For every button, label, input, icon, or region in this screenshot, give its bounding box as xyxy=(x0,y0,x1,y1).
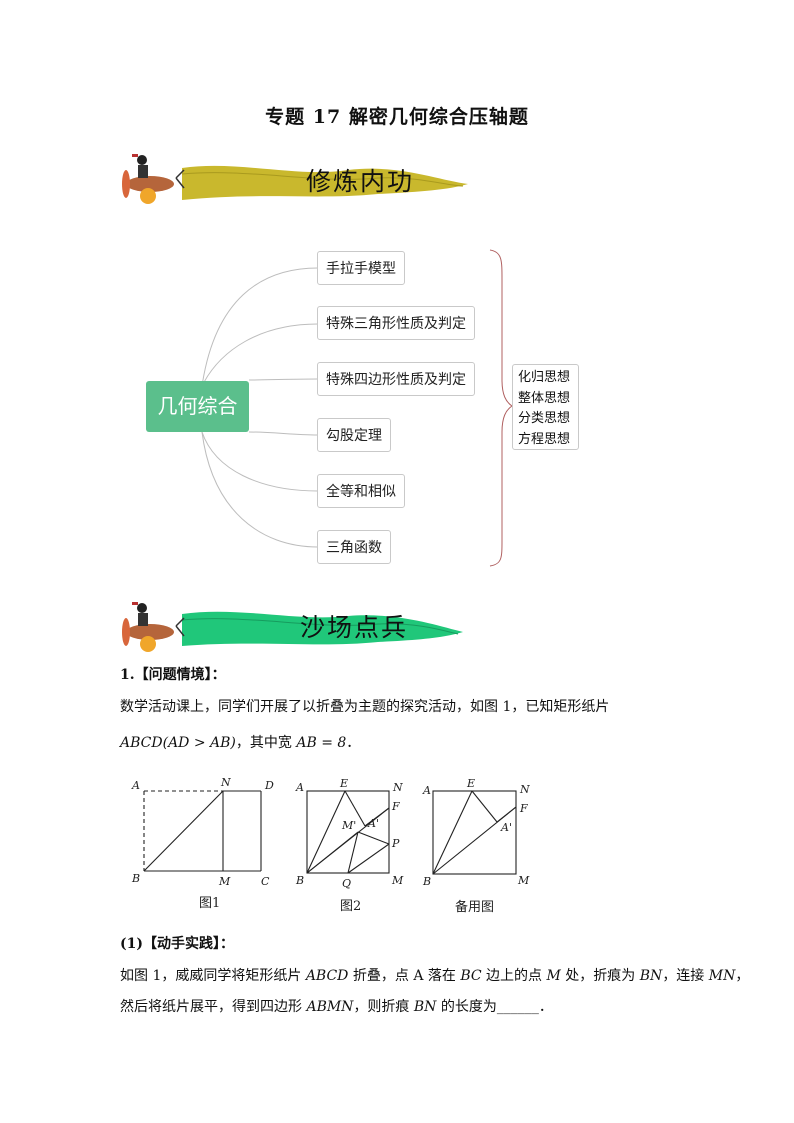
math-mn: MN xyxy=(708,968,736,984)
fig1-label-C: C xyxy=(261,875,270,888)
airplane-icon xyxy=(122,154,468,204)
text-segment: 如图 1，威威同学将矩形纸片 xyxy=(120,968,306,984)
fig2-label-M-prime: M' xyxy=(341,819,356,832)
fig2-label-B: B xyxy=(295,874,304,887)
mindmap-node-pythagorean: 勾股定理 xyxy=(317,418,391,452)
problem-heading: 1.【问题情境】： xyxy=(120,667,226,683)
math-ab-eq: AB = 8 xyxy=(296,735,347,751)
text-segment: 然后将纸片展平，得到四边形 xyxy=(120,999,307,1015)
figures: A N D B M C A E N F M' A' P B Q M A E N … xyxy=(131,776,530,915)
banner-1: 修炼内功 xyxy=(118,148,478,212)
fig1-label-N: N xyxy=(220,776,231,789)
fig2-label-N: N xyxy=(392,781,403,794)
mindmap-connectors xyxy=(201,249,513,567)
math-bn: BN xyxy=(413,999,437,1015)
math-abcd: ABCD xyxy=(120,735,163,751)
text-segment: ． xyxy=(538,999,553,1015)
fig2-label-M: M xyxy=(391,874,404,887)
airplane-icon xyxy=(122,602,463,652)
text-segment: ，连接 xyxy=(662,968,709,984)
math-abcd: ABCD xyxy=(305,968,349,984)
fig3-label-N: N xyxy=(519,783,530,796)
banner-1-title: 修炼内功 xyxy=(306,167,415,196)
fig1-caption: 图1 xyxy=(199,896,220,911)
part1-heading: (1)【动手实践】： xyxy=(120,936,234,952)
idea-item: 化归思想 xyxy=(518,370,571,385)
text-segment: 的长度为 xyxy=(436,999,497,1015)
mindmap-node-hand-pull: 手拉手模型 xyxy=(317,251,405,285)
math-abmn: ABMN xyxy=(306,999,354,1015)
math-m: M xyxy=(546,968,561,984)
text-segment: ， xyxy=(735,968,750,984)
banner-2-title: 沙场点兵 xyxy=(300,613,409,642)
problem-intro-line1: 数学活动课上，同学们开展了以折叠为主题的探究活动，如图 1，已知矩形纸片 xyxy=(120,699,610,715)
part1-line1: 如图 1，威威同学将矩形纸片 ABCD 折叠，点 A 落在 BC 边上的点 M … xyxy=(120,966,749,986)
part1-line2: 然后将纸片展平，得到四边形 ABMN，则折痕 BN 的长度为______． xyxy=(120,997,553,1017)
text-segment: 边上的点 xyxy=(481,968,547,984)
fig2-label-Q: Q xyxy=(342,877,351,890)
text-segment: ，则折痕 xyxy=(353,999,414,1015)
mindmap-node-special-quadrilateral: 特殊四边形性质及判定 xyxy=(317,362,475,396)
fig2-label-A-prime: A' xyxy=(367,817,379,830)
math-bn: BN xyxy=(639,968,663,984)
mindmap-node-congruence-similarity: 全等和相似 xyxy=(317,474,405,508)
idea-item: 分类思想 xyxy=(518,411,571,426)
fig2-label-F: F xyxy=(391,800,400,813)
mindmap-ideas-box: 化归思想 整体思想 分类思想 方程思想 xyxy=(512,364,579,450)
fig2-label-A: A xyxy=(295,781,304,794)
fig1-label-M: M xyxy=(218,875,231,888)
idea-item: 方程思想 xyxy=(518,431,571,447)
fig1-label-A: A xyxy=(131,779,140,792)
fig1-label-B: B xyxy=(131,872,140,885)
fig3-label-A: A xyxy=(422,784,431,797)
mindmap-root: 几何综合 xyxy=(146,381,249,432)
fig3-label-E: E xyxy=(466,777,475,790)
math-condition: (AD > AB) xyxy=(162,735,236,751)
text-segment: 折叠，点 A 落在 xyxy=(348,968,461,984)
math-bc: BC xyxy=(460,968,482,984)
fig3-label-B: B xyxy=(422,875,431,888)
fig2-label-E: E xyxy=(339,777,348,790)
fig1-label-D: D xyxy=(264,779,274,792)
fig2-label-P: P xyxy=(391,837,400,850)
page-title: 专题 17 解密几何综合压轴题 xyxy=(265,106,529,128)
banner-2: 沙场点兵 xyxy=(118,596,478,660)
text-segment: ． xyxy=(346,735,361,751)
text-segment: 处，折痕为 xyxy=(560,968,640,984)
mindmap-node-trig: 三角函数 xyxy=(317,530,391,564)
idea-item: 整体思想 xyxy=(518,390,571,406)
text-segment: ，其中宽 xyxy=(235,735,297,751)
fig3-label-A-prime: A' xyxy=(500,821,512,834)
fig2-caption: 图2 xyxy=(340,899,361,914)
mindmap-node-special-triangle: 特殊三角形性质及判定 xyxy=(317,306,475,340)
fig3-label-F: F xyxy=(519,802,528,815)
answer-blank[interactable]: ______ xyxy=(496,999,539,1015)
problem-intro-line2: ABCD(AD > AB)，其中宽 AB = 8． xyxy=(120,733,360,753)
fig3-caption: 备用图 xyxy=(455,899,494,915)
fig3-label-M: M xyxy=(517,874,530,887)
